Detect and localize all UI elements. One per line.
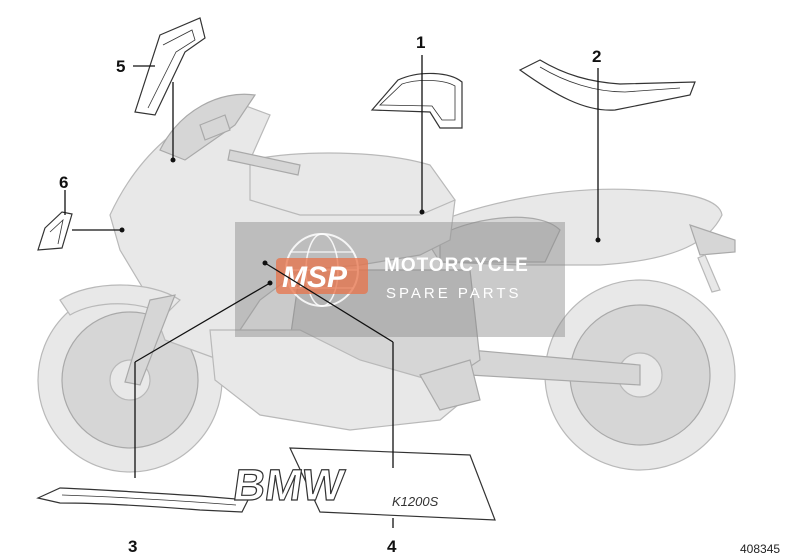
decal-parts: BMW K1200S — [36, 17, 696, 521]
watermark: MSP MOTORCYCLE SPARE PARTS — [235, 222, 565, 337]
part-6-decal — [37, 211, 73, 251]
svg-text:K1200S: K1200S — [392, 494, 439, 509]
callout-5: 5 — [116, 57, 125, 76]
callout-1: 1 — [416, 33, 425, 52]
part-5-decal — [134, 17, 206, 116]
msp-logo-box — [276, 258, 368, 294]
diagram-id: 408345 — [740, 542, 780, 556]
svg-text:BMW: BMW — [230, 461, 347, 510]
part-4-decal — [289, 447, 496, 521]
callout-2: 2 — [592, 47, 601, 66]
decal-lettering: BMW K1200S — [230, 461, 439, 511]
callout-3: 3 — [128, 537, 137, 556]
part-2-decal — [518, 59, 696, 111]
watermark-title: MOTORCYCLE — [384, 255, 529, 276]
callout-4: 4 — [387, 537, 397, 556]
watermark-subtitle: SPARE PARTS — [386, 285, 522, 302]
callout-6: 6 — [59, 173, 68, 192]
leader-lines — [64, 55, 601, 528]
callout-labels: 1 2 3 4 5 6 — [59, 33, 601, 556]
part-3-decal — [36, 487, 249, 513]
watermark-logo: MSP — [282, 261, 348, 294]
part-1-decal — [370, 72, 463, 129]
